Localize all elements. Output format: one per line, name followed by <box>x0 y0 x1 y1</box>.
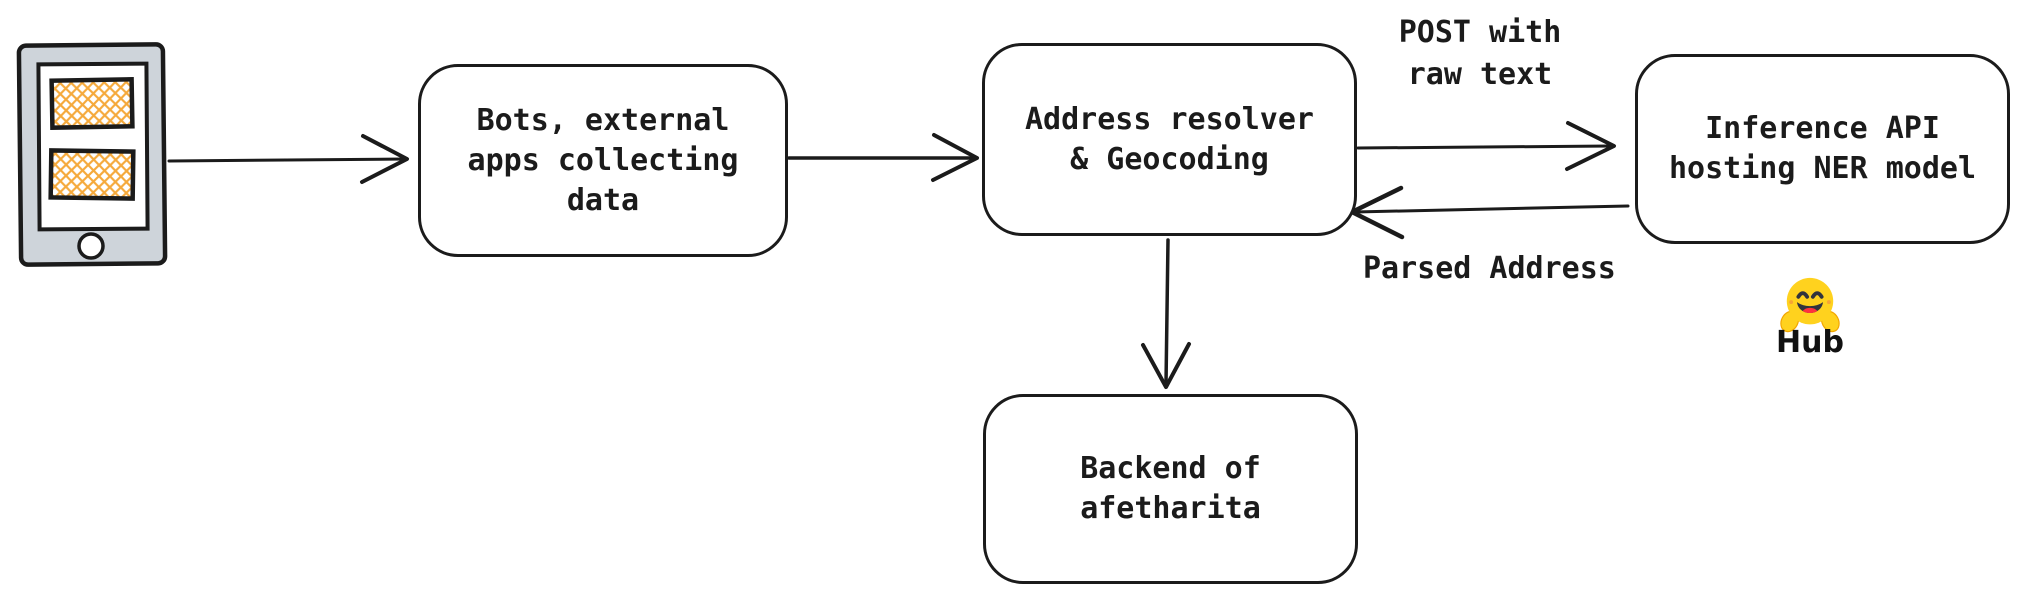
arrow-resolver-to-inference <box>1356 121 1616 171</box>
huggingface-hub-badge: Hub <box>1752 276 1868 358</box>
hf-tongue <box>1802 307 1818 313</box>
node-bots-label: Bots, external apps collecting data <box>467 102 739 218</box>
arrow-inference-to-resolver <box>1349 185 1630 240</box>
edge-label-parsed-address: Parsed Address <box>1363 251 1616 286</box>
node-bots: Bots, external apps collecting data <box>418 64 788 257</box>
hf-left-eye <box>1796 291 1810 299</box>
arrow-bots-to-resolver <box>787 133 979 182</box>
node-backend-label: Backend of afetharita <box>1080 451 1261 526</box>
hugging-face-icon <box>1780 277 1840 333</box>
arrow-phone-to-bots <box>167 134 409 184</box>
phone-icon <box>16 42 168 267</box>
edge-label-post-raw-text: POST with raw text <box>1398 15 1562 92</box>
phone-home-button <box>77 232 105 260</box>
node-inference-api-label: Inference API hosting NER model <box>1668 111 1977 186</box>
node-backend: Backend of afetharita <box>983 394 1358 584</box>
arrow-resolver-to-backend <box>1141 238 1191 389</box>
hf-right-eye <box>1810 291 1824 299</box>
node-address-resolver-label: Address resolver & Geocoding <box>1025 101 1314 177</box>
node-address-resolver: Address resolver & Geocoding <box>982 43 1357 236</box>
hub-label: Hub <box>1776 325 1844 360</box>
node-inference-api: Inference API hosting NER model <box>1635 54 2010 244</box>
